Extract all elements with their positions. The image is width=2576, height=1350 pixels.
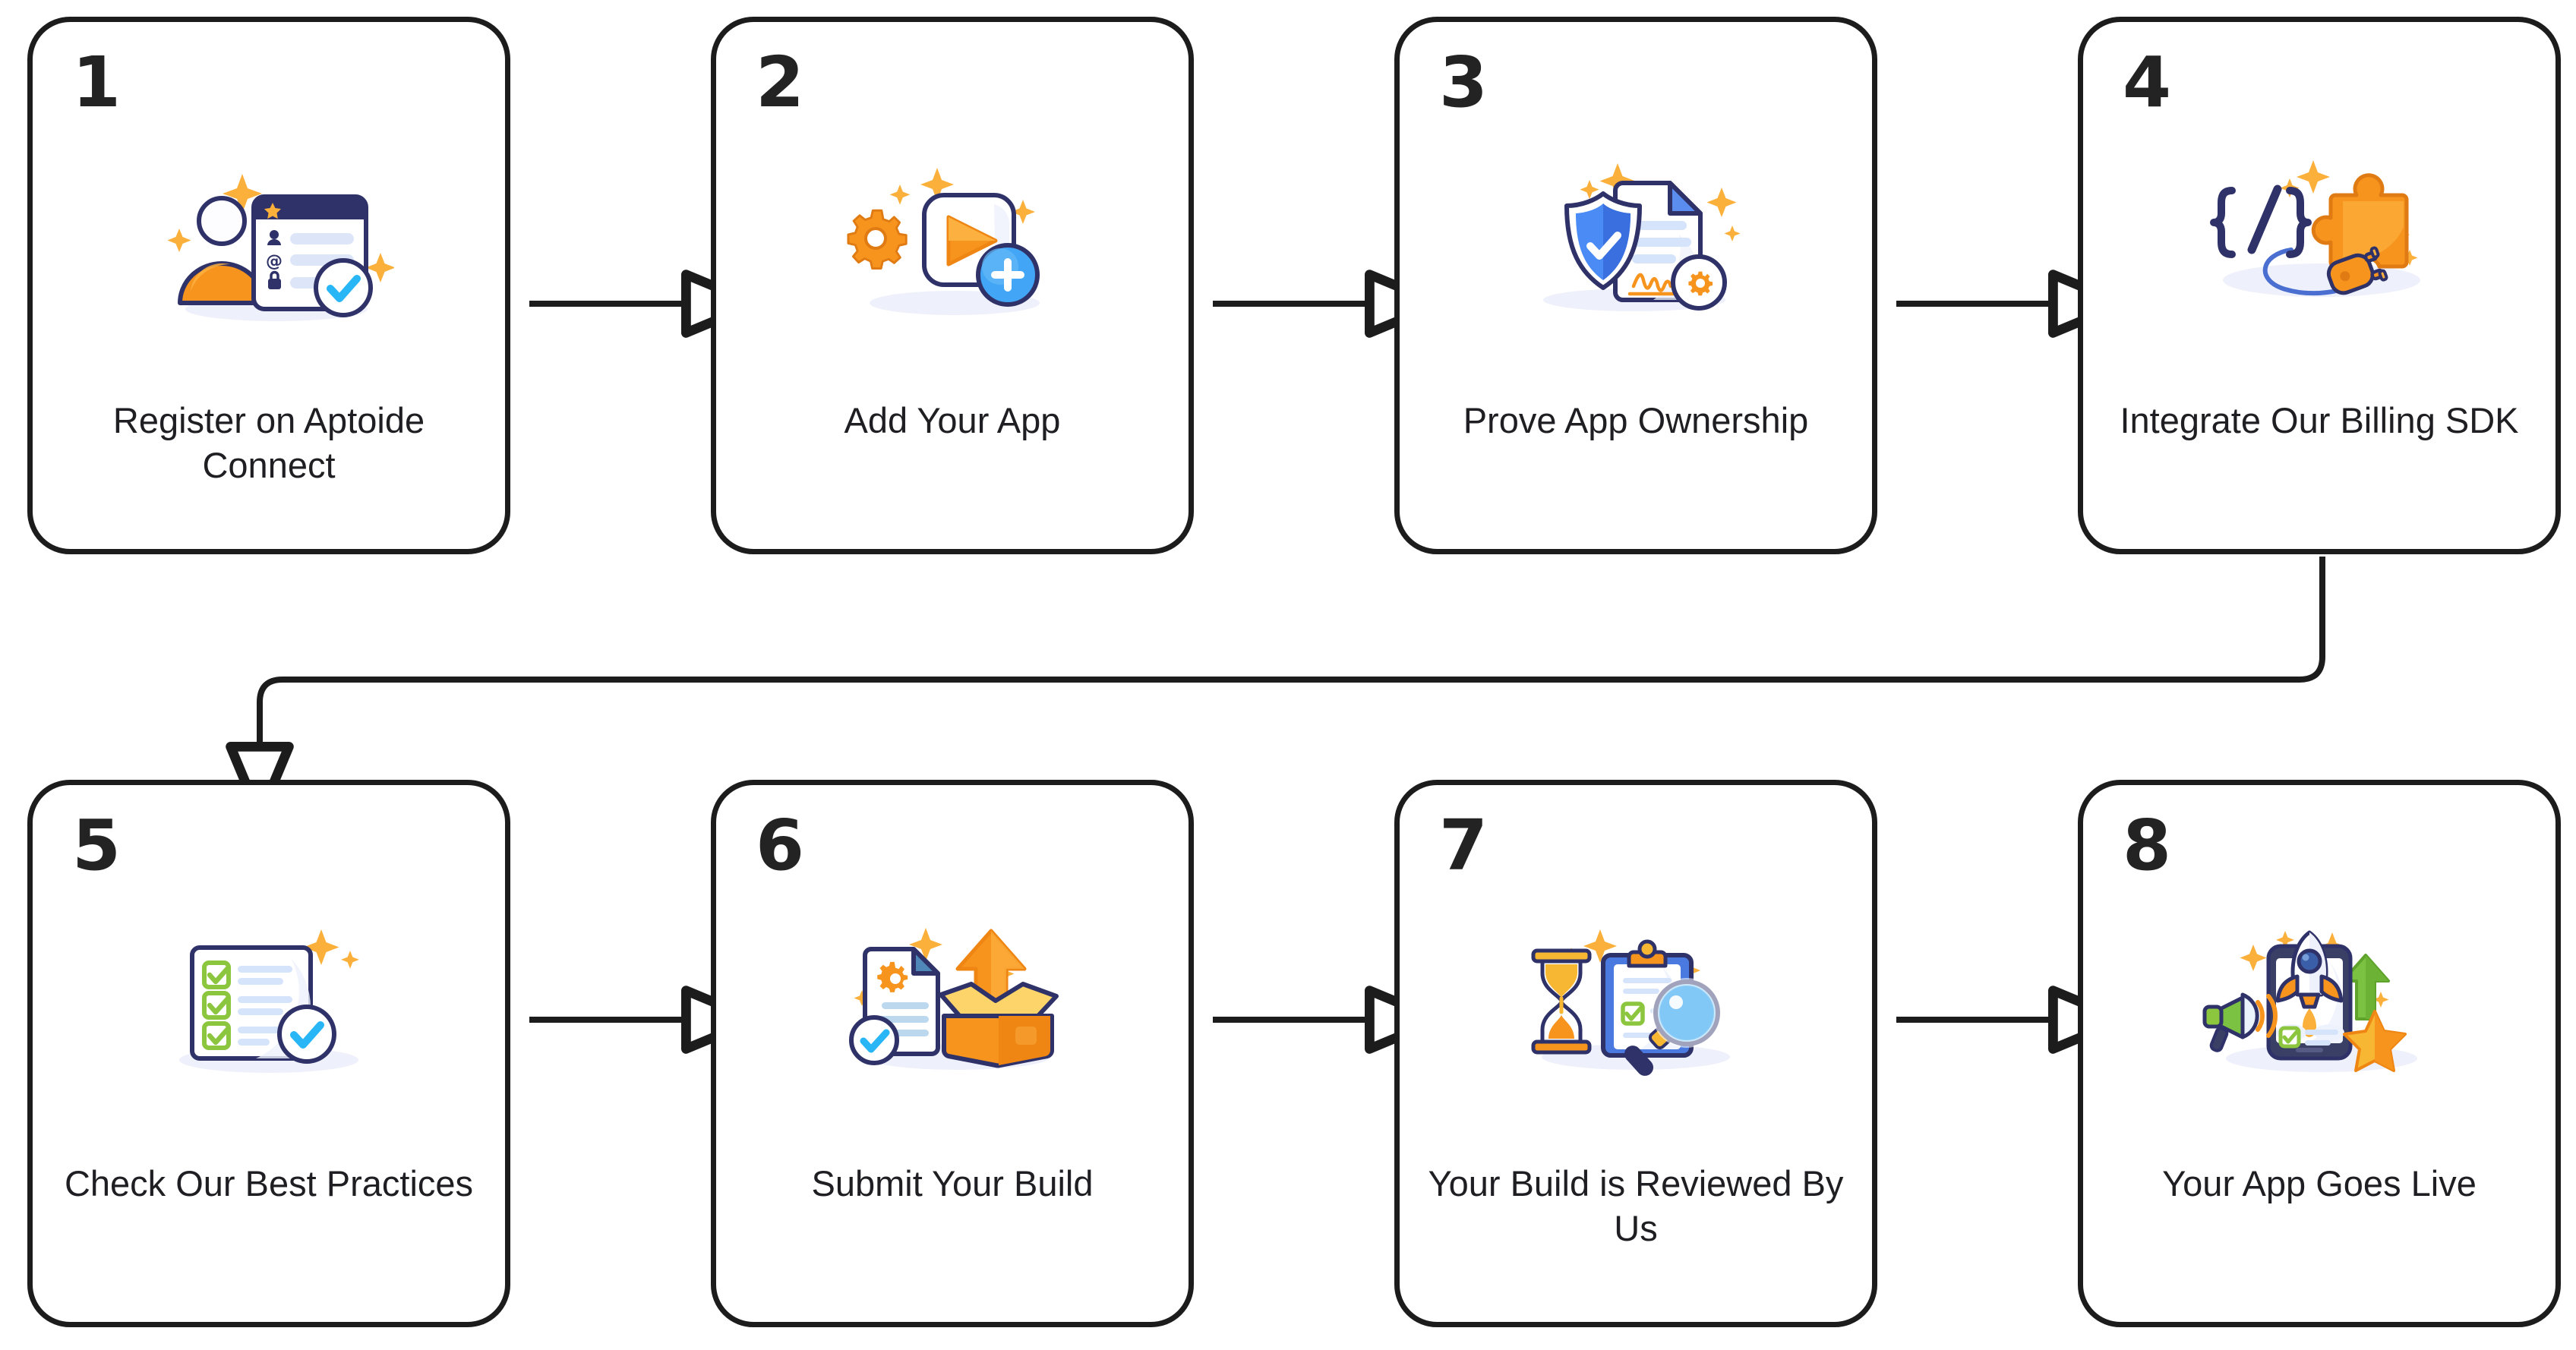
step-card-7[interactable]: 7 bbox=[1394, 780, 1877, 1327]
step-card-3[interactable]: 3 bbox=[1394, 17, 1877, 554]
shield-signed-document-icon bbox=[1511, 159, 1761, 333]
step-label-8: Your App Goes Live bbox=[2162, 1163, 2477, 1203]
step-card-5[interactable]: 5 bbox=[27, 780, 510, 1327]
step-card-2[interactable]: 2 bbox=[711, 17, 1194, 554]
step-card-8[interactable]: 8 bbox=[2078, 780, 2561, 1327]
step-label-2: Add Your App bbox=[844, 400, 1061, 440]
step-number-6: 6 bbox=[756, 805, 804, 886]
step-card-4[interactable]: 4 bbox=[2078, 17, 2561, 554]
step-card-1[interactable]: 1 @ bbox=[27, 17, 510, 554]
step-label-5: Check Our Best Practices bbox=[64, 1163, 474, 1203]
step-number-5: 5 bbox=[72, 805, 121, 886]
step-number-7: 7 bbox=[1439, 805, 1488, 886]
app-play-gear-plus-icon bbox=[827, 159, 1078, 333]
hourglass-clipboard-magnifier-icon bbox=[1511, 922, 1761, 1096]
step-card-6[interactable]: 6 bbox=[711, 780, 1194, 1327]
step-label-6: Submit Your Build bbox=[811, 1163, 1094, 1203]
step-number-4: 4 bbox=[2123, 42, 2171, 123]
upload-box-document-icon bbox=[827, 922, 1078, 1096]
rocket-phone-megaphone-icon bbox=[2194, 922, 2445, 1096]
step-number-3: 3 bbox=[1439, 42, 1488, 123]
step-label-3: Prove App Ownership bbox=[1463, 400, 1809, 440]
code-puzzle-plug-icon bbox=[2194, 159, 2445, 333]
step-number-1: 1 bbox=[72, 42, 121, 123]
step-label-1: Register on Aptoide Connect bbox=[112, 400, 425, 486]
arrow-step4-to-step5-wrap bbox=[226, 557, 2325, 822]
step-label-4: Integrate Our Billing SDK bbox=[2120, 400, 2519, 440]
step-number-8: 8 bbox=[2123, 805, 2171, 886]
step-number-2: 2 bbox=[756, 42, 804, 123]
checklist-verified-icon bbox=[144, 922, 394, 1096]
user-profile-form-verified-icon: @ bbox=[144, 159, 394, 333]
svg-text:@: @ bbox=[266, 252, 283, 271]
step-label-7: Your Build is Reviewed By Us bbox=[1428, 1163, 1844, 1249]
